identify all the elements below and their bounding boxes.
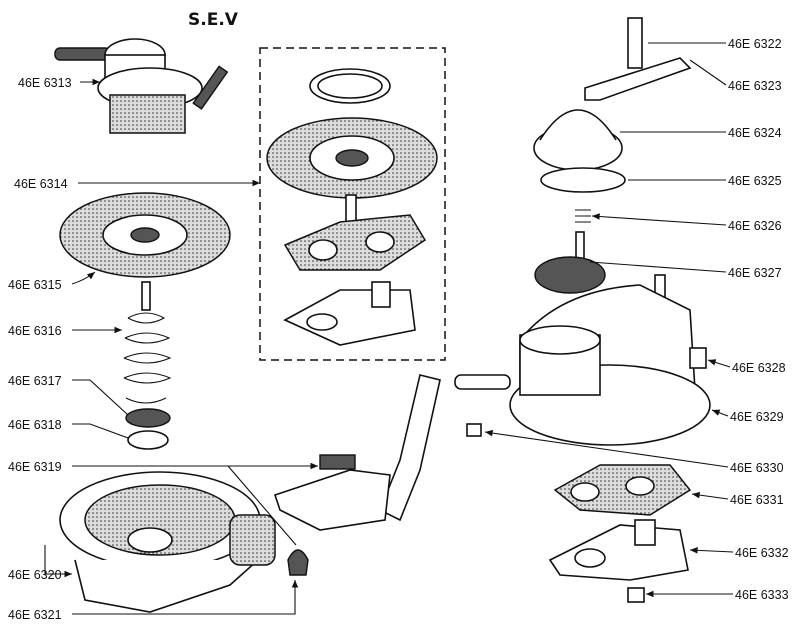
- label-6329: 46E 6329: [730, 410, 784, 424]
- label-6313: 46E 6313: [18, 76, 72, 90]
- brand-title: S.E.V: [188, 10, 239, 30]
- label-6322: 46E 6322: [728, 37, 782, 51]
- leader-lines: [44, 42, 734, 615]
- label-6324: 46E 6324: [728, 126, 782, 140]
- label-6316: 46E 6316: [8, 324, 62, 338]
- label-6331: 46E 6331: [730, 493, 784, 507]
- label-6332: 46E 6332: [735, 546, 789, 560]
- right-stack-parts: [454, 17, 711, 603]
- label-6318: 46E 6318: [8, 418, 62, 432]
- diaphragm-kit: [266, 68, 438, 346]
- label-6319: 46E 6319: [8, 460, 62, 474]
- label-6320: 46E 6320: [8, 568, 62, 582]
- label-6327: 46E 6327: [728, 266, 782, 280]
- label-6330: 46E 6330: [730, 461, 784, 475]
- label-6321: 46E 6321: [8, 608, 62, 622]
- complete-fuel-pump: [54, 38, 229, 134]
- label-6328: 46E 6328: [732, 361, 786, 375]
- rocker-arm: [273, 374, 441, 531]
- label-6325: 46E 6325: [728, 174, 782, 188]
- label-6333: 46E 6333: [735, 588, 789, 602]
- label-6315: 46E 6315: [8, 278, 62, 292]
- label-6314: 46E 6314: [14, 177, 68, 191]
- label-6317: 46E 6317: [8, 374, 62, 388]
- label-6326: 46E 6326: [728, 219, 782, 233]
- part-labels: 46E 6313 46E 6314 46E 6315 46E 6316 46E …: [8, 37, 789, 622]
- label-6323: 46E 6323: [728, 79, 782, 93]
- left-stack-parts: [59, 192, 231, 450]
- lower-body: [59, 471, 309, 613]
- kit-boundary: [259, 47, 446, 361]
